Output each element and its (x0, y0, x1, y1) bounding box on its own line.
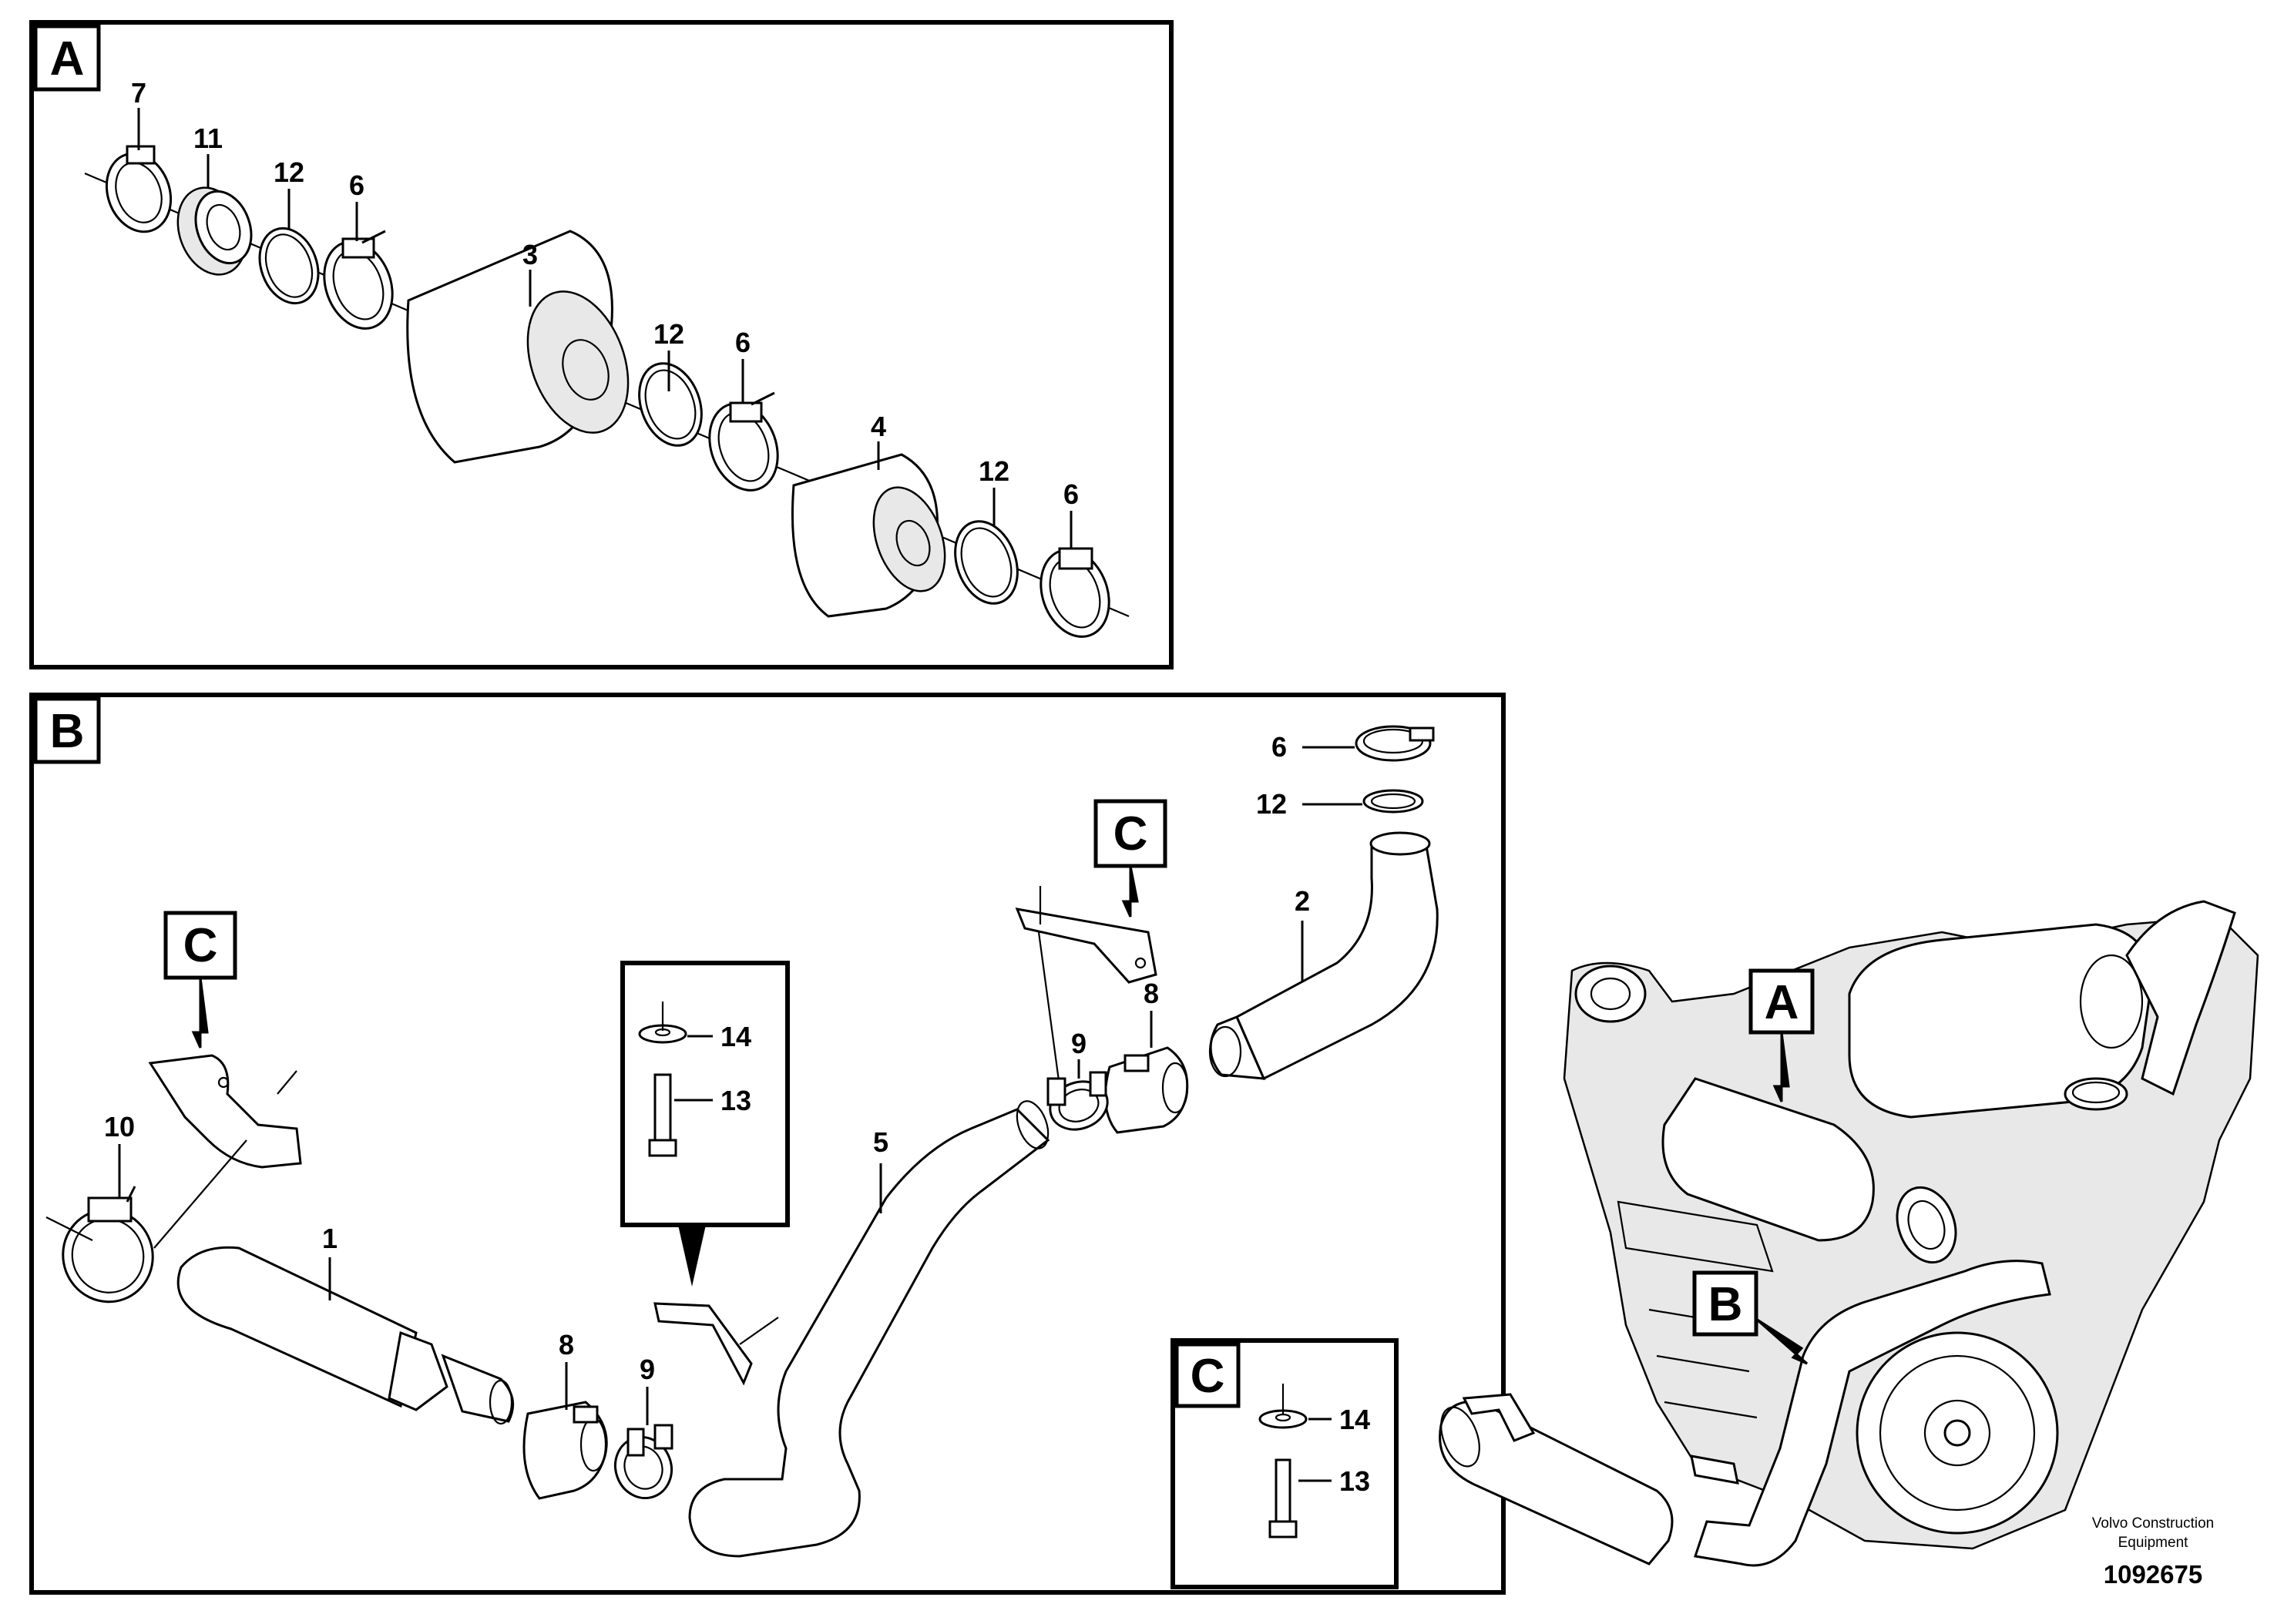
muffler-1 (176, 1246, 515, 1425)
clamp-8-bottom (522, 1401, 608, 1500)
panel-b-letter: B (50, 705, 85, 758)
label-4: 4 (871, 411, 886, 442)
bolt-13-b (653, 1073, 672, 1142)
bracket-mid (653, 1302, 753, 1386)
engine-muffler (1439, 1400, 1674, 1565)
label-3: 3 (522, 239, 538, 270)
engine-ref-b-box (1692, 1270, 1758, 1337)
ref-c-left-arrow (191, 977, 209, 1049)
clamp-8-top (1103, 1046, 1189, 1134)
label-5: 5 (873, 1126, 888, 1158)
label-12-a: 12 (274, 156, 304, 188)
engine-part-a (1661, 1077, 1875, 1242)
clamp-6-b (708, 391, 779, 492)
pipe-5 (688, 1108, 1050, 1558)
clamp-9-bottom (614, 1424, 673, 1500)
engine-overview: A B (1439, 900, 2259, 1567)
label-12-top: 12 (1256, 788, 1287, 820)
clamp-10 (62, 1186, 154, 1304)
panel-a-letter: A (50, 32, 85, 86)
turbo (1574, 965, 1647, 1023)
panel-b-frame (29, 693, 1506, 1595)
clamp-9-top (1046, 1071, 1109, 1131)
sleeve-11 (176, 186, 253, 276)
label-12-b: 12 (653, 318, 684, 350)
panel-a-tag (33, 24, 101, 92)
detail-inset-b (620, 961, 790, 1227)
label-13-c: 13 (1339, 1465, 1370, 1497)
panel-b-tag (33, 696, 101, 764)
label-13-b: 13 (720, 1085, 751, 1116)
label-8-top: 8 (1144, 978, 1159, 1009)
engine-ref-a-arrow (1772, 1032, 1790, 1102)
clamp-6-c (1040, 547, 1110, 638)
ref-c-top: C (1113, 807, 1148, 861)
label-8-bottom: 8 (559, 1329, 574, 1361)
canister-4 (791, 453, 946, 618)
drawing-number: 1092675 (2104, 1560, 2202, 1589)
label-2: 2 (1295, 885, 1310, 917)
label-1: 1 (322, 1223, 338, 1254)
engine-clamp (2064, 1077, 2128, 1111)
engine-pipe-b (1694, 1260, 2051, 1567)
clamp-7 (105, 145, 173, 233)
bracket-left (148, 1054, 302, 1169)
company-line1: Volvo Construction (2092, 1515, 2214, 1532)
canister-3 (406, 230, 630, 464)
label-12-c: 12 (979, 455, 1009, 487)
label-11: 11 (193, 122, 223, 154)
label-9-bottom: 9 (640, 1354, 655, 1385)
footer: Volvo Construction Equipment 1092675 (2092, 1515, 2214, 1589)
detail-c: C 14 13 (1171, 1338, 1399, 1589)
engine-ref-a: A (1765, 976, 1799, 1029)
panel-a-frame (29, 20, 1174, 669)
inset-b-pointer (678, 1225, 706, 1287)
label-14-c: 14 (1339, 1404, 1370, 1435)
label-6-a: 6 (349, 169, 364, 201)
company-line2: Equipment (2118, 1535, 2189, 1551)
ring-12-b (638, 362, 703, 447)
pipe-2 (1235, 836, 1439, 1081)
bolt-13-c (1275, 1458, 1291, 1523)
label-14-b: 14 (720, 1021, 751, 1052)
panel-a: A 7 11 12 6 (29, 20, 1174, 669)
label-9-top: 9 (1071, 1028, 1087, 1059)
panel-b: B 6 12 2 C 8 (29, 693, 1506, 1595)
engine-ref-b: B (1708, 1278, 1743, 1331)
label-7: 7 (131, 77, 146, 109)
ring-12-a (258, 226, 320, 305)
detail-c-tag (1174, 1342, 1241, 1408)
top-pipe (2125, 900, 2236, 1096)
clamp-6-a (323, 230, 394, 330)
label-6-top: 6 (1271, 731, 1287, 763)
bracket-top (1015, 908, 1157, 984)
ref-c-left: C (183, 919, 218, 972)
ref-c-top-arrow (1121, 865, 1139, 918)
ref-c-top-box (1093, 799, 1167, 868)
label-6-c: 6 (1063, 478, 1079, 510)
label-6-b: 6 (735, 327, 751, 358)
label-10: 10 (104, 1111, 135, 1143)
detail-c-letter: C (1191, 1350, 1225, 1403)
ring-12-c (954, 520, 1019, 605)
ref-c-left-box (163, 911, 237, 980)
